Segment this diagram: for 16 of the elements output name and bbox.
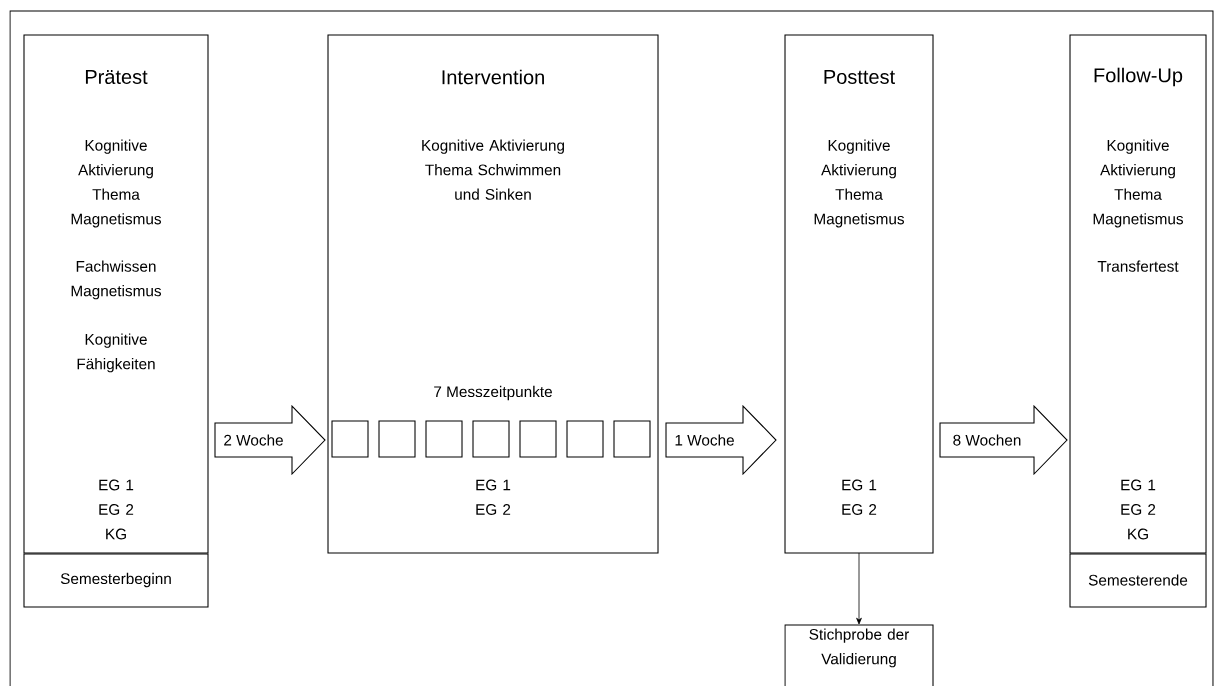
measurement-square <box>472 420 510 458</box>
sample-box: Stichprobe der Validierung <box>784 624 934 686</box>
phase-box: Posttest Kognitive Aktivierung Thema Magnetismus EG 1 EG 2 <box>784 34 934 554</box>
measurement-square <box>331 420 369 458</box>
measurement-square <box>519 420 557 458</box>
time-box: Semesterende <box>1069 553 1207 608</box>
phase-box: Intervention Kognitive Aktivierung Thema Schwimmen und Sinken 7 Messzeitpunkte EG 1 EG 2 <box>327 34 659 554</box>
measurement-square <box>425 420 463 458</box>
edge-label: 1 Woche <box>673 433 736 447</box>
measurement-square <box>566 420 604 458</box>
measurement-square <box>378 420 416 458</box>
edge-label: 8 Wochen <box>951 433 1023 447</box>
arrow <box>856 552 862 625</box>
measurement-square <box>613 420 651 458</box>
time-box: Semesterbeginn <box>23 553 209 608</box>
edge-label: 2 Woche <box>222 433 285 447</box>
